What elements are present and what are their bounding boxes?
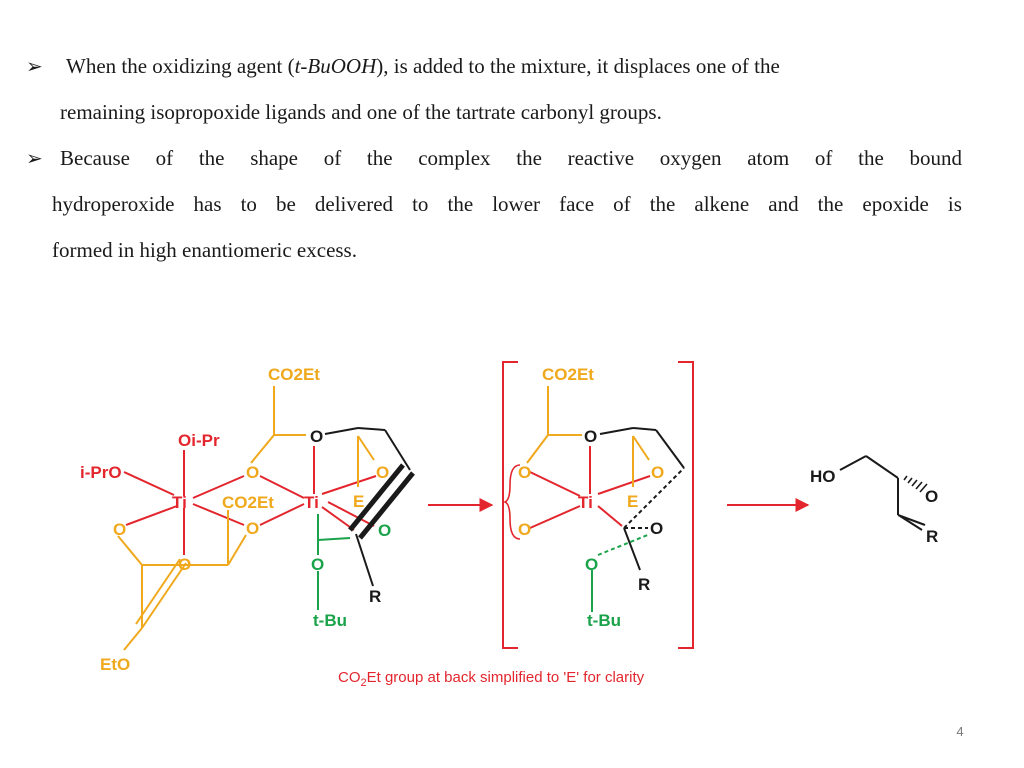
- complex-o-7: O: [378, 521, 391, 540]
- complex-o-8: O: [311, 555, 324, 574]
- bullet-2-line-3: formed in high enantiomeric excess.: [52, 238, 357, 262]
- ts-green-bonds: [591, 533, 651, 612]
- brace: [502, 464, 521, 540]
- scheme-svg: CO2Et Oi-Pr i-PrO Ti Ti CO2Et E O O O O …: [80, 361, 938, 689]
- product-ho: HO: [810, 467, 836, 486]
- complex-tbu: t-Bu: [313, 611, 347, 630]
- ts-ti: Ti: [578, 493, 593, 512]
- complex-black-bonds: [324, 427, 411, 587]
- word: lower: [492, 192, 541, 216]
- complex-green-bonds: [317, 514, 351, 610]
- complex-o-6: O: [310, 427, 323, 446]
- word: alkene: [694, 192, 750, 216]
- word: atom: [747, 146, 790, 170]
- word: of: [814, 146, 833, 170]
- ts-r: R: [638, 575, 650, 594]
- epoxidation-scheme: CO2Et Oi-Pr i-PrO Ti Ti CO2Et E O O O O …: [0, 330, 1024, 700]
- complex-ti-left: Ti: [172, 493, 187, 512]
- word: delivered: [314, 192, 394, 216]
- word: the: [198, 146, 225, 170]
- complex-orange-bonds: [117, 386, 375, 651]
- bullet-list: ➢ When the oxidizing agent (t-BuOOH), is…: [0, 0, 1024, 300]
- complex-r: R: [369, 587, 381, 606]
- ts-o-4: O: [584, 427, 597, 446]
- ts-black-bonds: [599, 427, 685, 571]
- bullet-1-text-post: ), is added to the mixture, it displaces…: [376, 54, 780, 78]
- word: and: [768, 192, 799, 216]
- ts-o-3: O: [651, 463, 664, 482]
- word: of: [155, 146, 174, 170]
- word: the: [649, 192, 676, 216]
- transition-state: CO2Et Ti E O O O O O O R t-Bu: [502, 361, 694, 649]
- word: shape: [250, 146, 299, 170]
- bullet-marker-2: ➢: [26, 148, 43, 170]
- word: hydroperoxide: [52, 192, 175, 216]
- complex-e: E: [353, 492, 364, 511]
- alkene-double-bond: [348, 463, 415, 540]
- epoxide-product: HO O R: [810, 455, 938, 546]
- complex-o-5: O: [376, 463, 389, 482]
- ts-o-5: O: [650, 519, 663, 538]
- ts-labels: CO2Et Ti E O O O O O O R t-Bu: [518, 365, 664, 630]
- word: the: [366, 146, 393, 170]
- word: of: [613, 192, 631, 216]
- word: the: [858, 146, 884, 170]
- bullet-1-text-emph: t-BuOOH: [294, 54, 377, 78]
- bullet-marker-1: ➢: [26, 56, 43, 78]
- ts-o-1: O: [518, 463, 531, 482]
- word: Because: [60, 146, 130, 170]
- complex-o-4: O: [178, 555, 191, 574]
- complex-co2et-top: CO2Et: [268, 365, 320, 384]
- ts-o-2: O: [518, 520, 531, 539]
- page-number: 4: [956, 724, 964, 739]
- word: to: [240, 192, 257, 216]
- word: bound: [909, 146, 962, 170]
- complex-o-1: O: [246, 463, 259, 482]
- ts-tbu: t-Bu: [587, 611, 621, 630]
- word: to: [412, 192, 429, 216]
- bullet-1-line-1: When the oxidizing agent (t-BuOOH), is a…: [66, 53, 780, 79]
- ts-co2et: CO2Et: [542, 365, 594, 384]
- product-labels: HO O R: [810, 467, 938, 546]
- product-bonds: [839, 455, 926, 531]
- word: be: [276, 192, 296, 216]
- word: oxygen: [659, 146, 722, 170]
- word: complex: [418, 146, 491, 170]
- word: has: [193, 192, 222, 216]
- complex-o-3: O: [113, 520, 126, 539]
- bracket-right: [678, 361, 694, 649]
- ts-e: E: [627, 492, 638, 511]
- bracket-left: [502, 361, 518, 649]
- scheme-caption: CO2Et group at back simplified to 'E' fo…: [338, 669, 645, 689]
- ts-orange-bonds: [526, 386, 650, 487]
- word: epoxide: [862, 192, 929, 216]
- bullet-1-line-2: remaining isopropoxide ligands and one o…: [60, 100, 662, 124]
- word: the: [516, 146, 542, 170]
- word: reactive: [567, 146, 635, 170]
- titanium-tartrate-complex: CO2Et Oi-Pr i-PrO Ti Ti CO2Et E O O O O …: [80, 365, 415, 674]
- word: the: [447, 192, 474, 216]
- complex-eto: EtO: [100, 655, 130, 674]
- word: of: [323, 146, 342, 170]
- complex-red-bonds: [123, 446, 377, 555]
- complex-ipro: i-PrO: [80, 463, 122, 482]
- bullet-1-text-pre: When the oxidizing agent (: [66, 54, 295, 78]
- product-hashed-bond: [903, 475, 928, 493]
- complex-oipr: Oi-Pr: [178, 431, 220, 450]
- complex-o-2: O: [246, 519, 259, 538]
- product-o: O: [925, 487, 938, 506]
- word: is: [947, 192, 962, 216]
- word: face: [559, 192, 595, 216]
- complex-ti-right: Ti: [304, 493, 319, 512]
- ts-red-bonds: [529, 446, 651, 529]
- ts-o-6: O: [585, 555, 598, 574]
- complex-co2et-mid: CO2Et: [222, 493, 274, 512]
- complex-labels: CO2Et Oi-Pr i-PrO Ti Ti CO2Et E O O O O …: [80, 365, 391, 674]
- product-r: R: [926, 527, 938, 546]
- word: the: [817, 192, 844, 216]
